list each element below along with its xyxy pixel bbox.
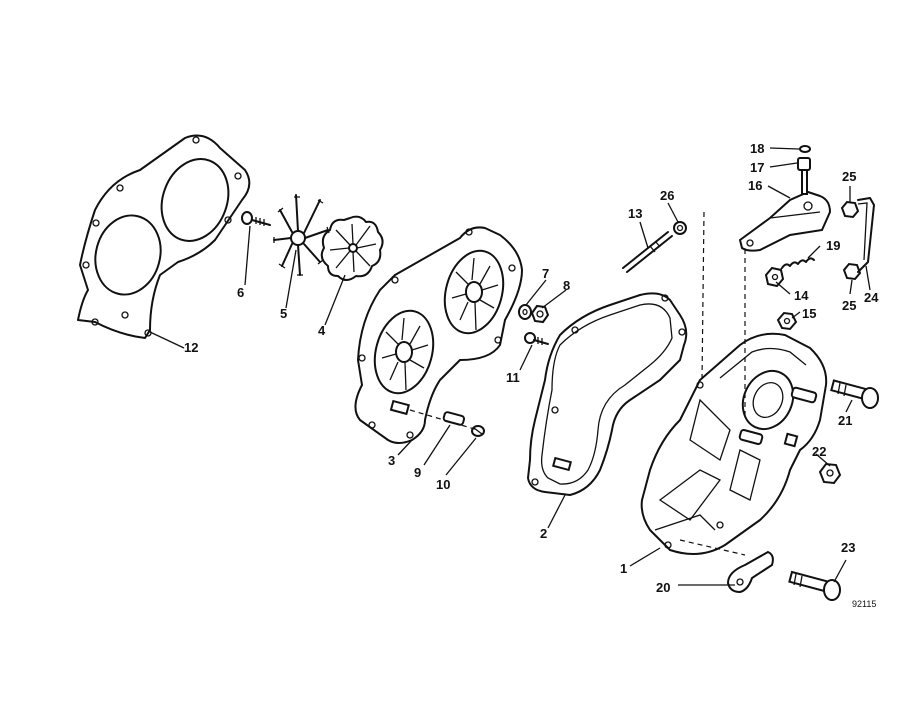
- diagram-code: 92115: [852, 599, 876, 609]
- clip-part-18: [799, 145, 811, 153]
- callout-11: 11: [506, 370, 520, 385]
- callout-22: 22: [812, 444, 826, 459]
- pump-body-part-1: [640, 332, 828, 555]
- callout-21: 21: [838, 413, 852, 428]
- fitting-part-10: [471, 425, 485, 437]
- bolt-part-23: [788, 570, 841, 601]
- screw-part-6: [241, 211, 271, 226]
- stud-part-13: [622, 231, 673, 273]
- callout-9: 9: [414, 465, 421, 480]
- callout-6: 6: [237, 285, 244, 300]
- link-rod-part-24: [857, 197, 875, 273]
- gasket-part-2: [527, 292, 688, 496]
- gasket-part-12: [77, 134, 251, 339]
- callout-18: 18: [750, 141, 764, 156]
- lever-part-16: [738, 190, 832, 252]
- callout-3: 3: [388, 453, 395, 468]
- assembly-line-bottom: [679, 539, 746, 556]
- nut-part-25-upper: [840, 200, 860, 219]
- screw-part-11: [524, 332, 549, 345]
- callout-26: 26: [660, 188, 674, 203]
- callout-19: 19: [826, 238, 840, 253]
- callout-10: 10: [436, 477, 450, 492]
- callout-20: 20: [656, 580, 670, 595]
- bolt-part-21: [830, 379, 879, 409]
- callout-25-upper: 25: [842, 169, 856, 184]
- assembly-line-stud: [701, 211, 705, 381]
- spring-part-19: [777, 257, 815, 273]
- callout-7: 7: [542, 266, 549, 281]
- nut-part-25-lower: [842, 262, 862, 281]
- clamp-part-20: [726, 550, 774, 594]
- callout-1: 1: [620, 561, 627, 576]
- callout-13: 13: [628, 206, 642, 221]
- washer-part-7: [518, 304, 532, 320]
- callout-5: 5: [280, 306, 287, 321]
- nut-part-8: [530, 304, 550, 324]
- leader-lines: [149, 147, 871, 586]
- check-valve-part-4: [320, 215, 384, 281]
- spacer-part-14: [764, 266, 785, 288]
- callout-14: 14: [794, 288, 809, 303]
- callout-23: 23: [841, 540, 855, 555]
- callout-8: 8: [563, 278, 570, 293]
- callout-24: 24: [864, 290, 879, 305]
- nut-part-26: [673, 221, 687, 235]
- callout-12: 12: [184, 340, 198, 355]
- assembly-line-plate: [409, 409, 479, 431]
- callout-25-lower: 25: [842, 298, 856, 313]
- callout-2: 2: [540, 526, 547, 541]
- callout-15: 15: [802, 306, 816, 321]
- callout-4: 4: [318, 323, 326, 338]
- callout-16: 16: [748, 178, 762, 193]
- reed-valve-part-5: [273, 194, 330, 276]
- callout-17: 17: [750, 160, 764, 175]
- valve-plate-part-3: [354, 226, 523, 444]
- nut-part-22: [818, 462, 842, 485]
- sleeve-part-17: [797, 157, 811, 195]
- nut-part-15: [776, 311, 798, 331]
